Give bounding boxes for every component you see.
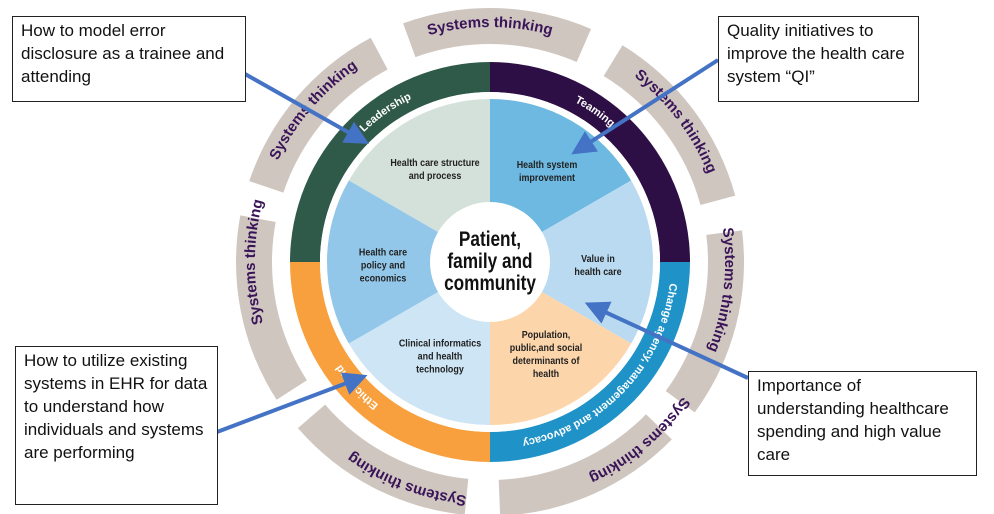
wedge-label-informatics: Clinical informatics and health technolo…: [398, 337, 482, 376]
ring-segment: [290, 62, 490, 262]
wedge: [490, 180, 653, 344]
ring-segment: [290, 262, 490, 462]
callout-error-disclosure: How to model error disclosure as a train…: [12, 16, 246, 102]
wedge: [327, 180, 490, 344]
callout-high-value-care: Importance of understanding healthcare s…: [748, 371, 977, 476]
callout-ehr-systems: How to utilize existing systems in EHR f…: [15, 346, 218, 505]
systems-thinking-arrow-segment: [403, 7, 591, 62]
callout-quality-initiatives: Quality initiatives to improve the healt…: [718, 16, 919, 102]
wedge-label-structure: Health care structure and process: [390, 157, 480, 182]
systems-thinking-arrow-segment: [236, 215, 307, 400]
center-label: Patient, family and community: [444, 228, 536, 295]
wedge-label-policy: Health care policy and economics: [358, 246, 408, 285]
wedge-label-population: Population, public,and social determinan…: [509, 329, 583, 380]
systems-thinking-arrow-segment: [498, 414, 672, 514]
center-circle: [430, 202, 550, 322]
wedge-label-improvement: Health system improvement: [516, 159, 578, 184]
wedge-label-value: Value in health care: [574, 253, 622, 278]
